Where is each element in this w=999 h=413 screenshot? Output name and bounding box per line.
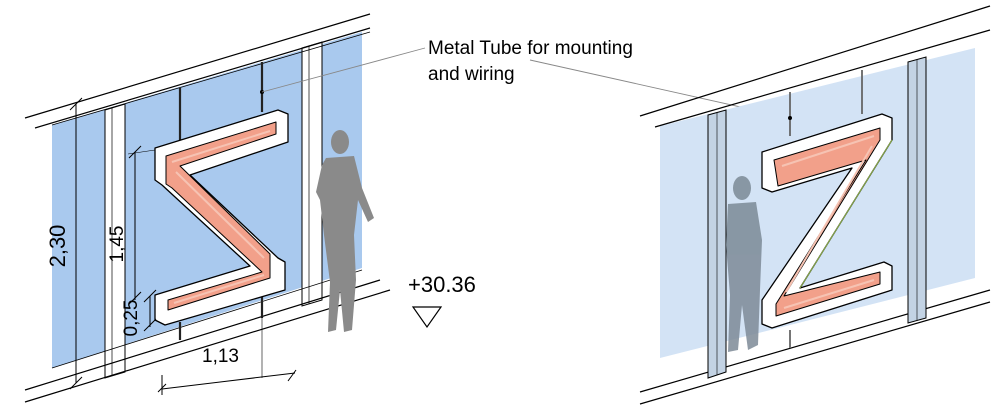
annotation-line-1: Metal Tube for mounting (428, 38, 633, 59)
annotation-line-2: and wiring (428, 64, 515, 85)
right-beam-top-1 (639, 5, 991, 117)
left-slab-1 (24, 279, 381, 391)
metal-tube-annotation: Metal Tube for mounting and wiring (428, 36, 633, 88)
right-view (639, 5, 991, 405)
left-view: 2,30 1,45 0,25 (24, 13, 443, 403)
left-beam-top-2 (34, 27, 371, 129)
dim-bottom-offset (143, 289, 157, 332)
left-beam-top-1 (24, 13, 371, 119)
dim-label-total-height: 2,30 (45, 225, 70, 268)
level-mark-label: +30.36 (408, 272, 476, 297)
dim-label-letter-width: 1,13 (202, 346, 239, 367)
dim-letter-width (157, 316, 297, 395)
dim-letter-height (127, 145, 156, 305)
dim-label-letter-height: 1,45 (107, 226, 128, 263)
dim-total-height (69, 97, 83, 390)
right-beam-top-2 (654, 29, 991, 128)
left-person-silhouette (316, 130, 374, 332)
right-person-silhouette (726, 176, 762, 352)
level-triangle (411, 306, 443, 329)
right-slab-2 (639, 301, 991, 405)
right-slab-1 (639, 289, 991, 393)
dim-label-bottom-offset: 0,25 (121, 300, 142, 337)
left-mullion-2 (301, 41, 323, 307)
